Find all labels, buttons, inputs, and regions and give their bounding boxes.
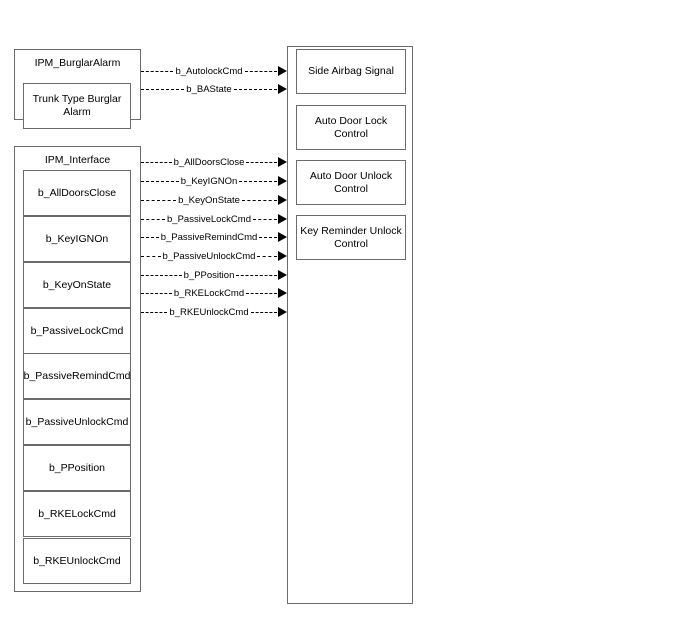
- signal-arrow-b-rkeunlockcmd: b_RKEUnlockCmd: [141, 305, 288, 319]
- arrowhead-icon: [278, 84, 288, 94]
- signal-dash-left: [141, 218, 166, 220]
- signal-dash-right: [259, 236, 277, 238]
- signal-box-b-keyignon[interactable]: b_KeyIGNOn: [23, 216, 131, 262]
- signal-label-b-rkelockcmd: b_RKELockCmd: [173, 287, 245, 299]
- signal-dash-right: [241, 199, 278, 201]
- block-ipm-burglaralarm: IPM_BurglarAlarm Trunk Type Burglar Alar…: [14, 49, 141, 129]
- signal-arrow-b-alldoorsclose: b_AllDoorsClose: [141, 155, 288, 169]
- signal-arrow-b-keyignon: b_KeyIGNOn: [141, 174, 287, 188]
- signal-arrow-b-keyonstate: b_KeyOnState: [141, 193, 288, 207]
- signal-arrow-b-passivelockcmd: b_PassiveLockCmd: [141, 212, 287, 226]
- signal-dash-right: [236, 274, 278, 276]
- signal-dash-left: [141, 311, 168, 313]
- arrowhead-icon: [278, 251, 287, 261]
- signal-arrow-b-rkelockcmd: b_RKELockCmd: [141, 286, 288, 300]
- signal-dash-left: [141, 255, 161, 257]
- signal-label-b-autolockcmd: b_AutolockCmd: [175, 65, 243, 77]
- signal-arrow-b-pposition: b_PPosition: [141, 268, 288, 282]
- arrowhead-icon: [278, 66, 287, 76]
- signal-label-b-passivelockcmd: b_PassiveLockCmd: [167, 213, 251, 225]
- signal-box-b-alldoorsclose[interactable]: b_AllDoorsClose: [23, 170, 131, 216]
- consumer-box-key-reminder-unlock-control[interactable]: Key Reminder Unlock Control: [296, 215, 406, 260]
- signal-label-b-keyonstate: b_KeyOnState: [178, 194, 240, 206]
- signal-box-b-rkeunlockcmd[interactable]: b_RKEUnlockCmd: [23, 538, 131, 584]
- block-title-ipm-interface: IPM_Interface: [44, 154, 111, 166]
- signal-label-b-bastate: b_BAState: [186, 83, 232, 95]
- arrowhead-icon: [278, 157, 288, 167]
- signal-arrow-b-autolockcmd: b_AutolockCmd: [141, 64, 287, 78]
- signal-label-b-keyignon: b_KeyIGNOn: [180, 175, 238, 187]
- signal-label-b-pposition: b_PPosition: [183, 269, 235, 281]
- block-consumers-container: Side Airbag Signal Auto Door Lock Contro…: [287, 46, 413, 604]
- signal-box-b-passiveunlockcmd[interactable]: b_PassiveUnlockCmd: [23, 399, 131, 445]
- block-ipm-interface: IPM_Interface b_AllDoorsClose b_KeyIGNOn…: [14, 146, 141, 592]
- consumer-box-auto-door-unlock-control[interactable]: Auto Door Unlock Control: [296, 160, 406, 205]
- signal-dash-left: [141, 180, 179, 182]
- signal-label-b-passiveunlockcmd: b_PassiveUnlockCmd: [162, 250, 256, 262]
- signal-dash-left: [141, 161, 172, 163]
- signal-box-b-passivelockcmd[interactable]: b_PassiveLockCmd: [23, 308, 131, 354]
- consumer-box-auto-door-lock-control[interactable]: Auto Door Lock Control: [296, 105, 406, 150]
- signal-dash-right: [233, 88, 278, 90]
- signal-dash-right: [246, 161, 278, 163]
- signal-box-b-rkelockcmd[interactable]: b_RKELockCmd: [23, 491, 131, 537]
- signal-dash-left: [141, 274, 182, 276]
- signal-arrow-b-passiveremindcmd: b_PassiveRemindCmd: [141, 230, 287, 244]
- signal-arrow-b-bastate: b_BAState: [141, 82, 288, 96]
- arrowhead-icon: [278, 232, 287, 242]
- signal-box-b-keyonstate[interactable]: b_KeyOnState: [23, 262, 131, 308]
- signal-dash-left: [141, 199, 177, 201]
- signal-box-trunk-type-burglar-alarm[interactable]: Trunk Type Burglar Alarm: [23, 83, 131, 129]
- signal-label-b-passiveremindcmd: b_PassiveRemindCmd: [160, 231, 258, 243]
- arrowhead-icon: [278, 288, 288, 298]
- signal-box-b-passiveremindcmd[interactable]: b_PassiveRemindCmd: [23, 353, 131, 399]
- signal-dash-left: [141, 88, 185, 90]
- block-title-ipm-burglaralarm: IPM_BurglarAlarm: [34, 57, 121, 69]
- arrowhead-icon: [278, 307, 288, 317]
- signal-dash-left: [141, 70, 174, 72]
- signal-label-b-rkeunlockcmd: b_RKEUnlockCmd: [169, 306, 249, 318]
- signal-label-b-alldoorsclose: b_AllDoorsClose: [173, 156, 245, 168]
- consumer-box-side-airbag-signal[interactable]: Side Airbag Signal: [296, 49, 406, 94]
- signal-dash-left: [141, 236, 159, 238]
- signal-dash-right: [239, 180, 277, 182]
- signal-dash-right: [244, 70, 277, 72]
- arrowhead-icon: [278, 176, 287, 186]
- arrowhead-icon: [278, 214, 287, 224]
- signal-arrow-b-passiveunlockcmd: b_PassiveUnlockCmd: [141, 249, 287, 263]
- signal-box-b-pposition[interactable]: b_PPosition: [23, 445, 131, 491]
- signal-dash-right: [257, 255, 277, 257]
- signal-dash-left: [141, 292, 172, 294]
- signal-dash-right: [250, 311, 278, 313]
- signal-dash-right: [246, 292, 278, 294]
- arrowhead-icon: [278, 270, 288, 280]
- arrowhead-icon: [278, 195, 288, 205]
- signal-dash-right: [252, 218, 277, 220]
